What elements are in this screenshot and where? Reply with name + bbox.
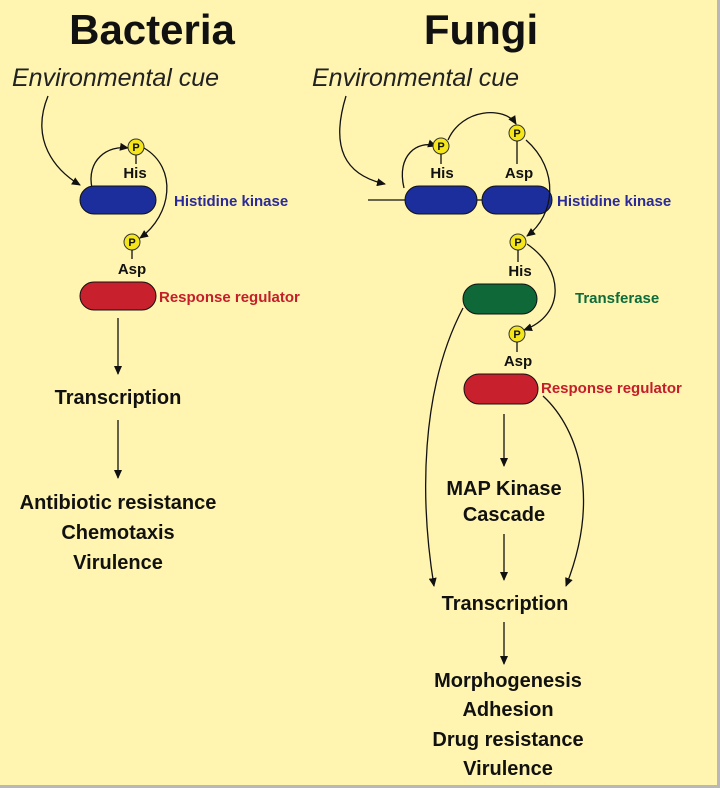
fungi-transcription: Transcription [442,593,569,615]
phosphate-label: P [128,237,135,249]
bacteria-asp-label: Asp [118,261,146,278]
fungi-histidine-kinase-label: Histidine kinase [557,193,671,210]
fungi-autophos-arrow [401,139,437,189]
phosphate-label: P [514,237,521,249]
fungi-transferase-label: Transferase [575,290,659,307]
fungi-regulator-to-transcription-arrow [542,395,585,587]
fungi-internal-transfer-arrow [447,111,517,141]
fungi-response-regulator-label: Response regulator [541,380,682,397]
fungi-title: Fungi [424,6,538,53]
bacteria-environmental-cue: Environmental cue [12,64,219,92]
bacteria-outcome: Virulence [73,552,163,574]
fungi-transferase-shape [462,283,538,315]
bacteria-histidine-kinase-shape [79,185,157,215]
fungi-asp-label: Asp [505,165,533,182]
bacteria-transcription: Transcription [55,387,182,409]
bacteria-response-regulator-label: Response regulator [159,289,300,306]
fungi-outcome: Drug resistance [432,729,583,751]
fungi-cue-arrow [339,95,386,187]
fungi-map-cascade: Cascade [463,504,545,526]
bacteria-outcome: Antibiotic resistance [20,492,217,514]
phosphate-label: P [513,128,520,140]
fungi-transferase-to-regulator-arrow [523,243,556,331]
phosphate-label: P [132,142,139,154]
fungi-outcome: Virulence [463,758,553,780]
fungi-transferase-his-label: His [508,263,531,280]
fungi-outcome: Adhesion [462,699,553,721]
fungi-kinase-to-transferase-arrow [525,139,551,237]
bacteria-outcome: Chemotaxis [61,522,174,544]
fungi-environmental-cue: Environmental cue [312,64,519,92]
bacteria-title: Bacteria [69,6,235,53]
fungi-outcome: Morphogenesis [434,670,582,692]
phosphate-label: P [437,141,444,153]
phosphate-label: P [513,329,520,341]
bacteria-histidine-kinase-label: Histidine kinase [174,193,288,210]
bacteria-autophos-arrow [90,142,129,189]
bacteria-cue-arrow [41,95,81,186]
fungi-map-kinase: MAP Kinase [446,478,561,500]
bacteria-his-label: His [123,165,146,182]
bacteria-phosphotransfer-arrow [139,147,168,239]
fungi-kinase-his-domain [404,185,478,215]
fungi-kinase-asp-domain [481,185,553,215]
fungi-regulator-asp-label: Asp [504,353,532,370]
bacteria-response-regulator-shape [79,281,157,311]
bacteria-his-phosphate [127,138,145,156]
fungi-transferase-to-transcription-arrow [425,307,464,587]
fungi-response-regulator-shape [463,373,539,405]
fungi-his-label: His [430,165,453,182]
